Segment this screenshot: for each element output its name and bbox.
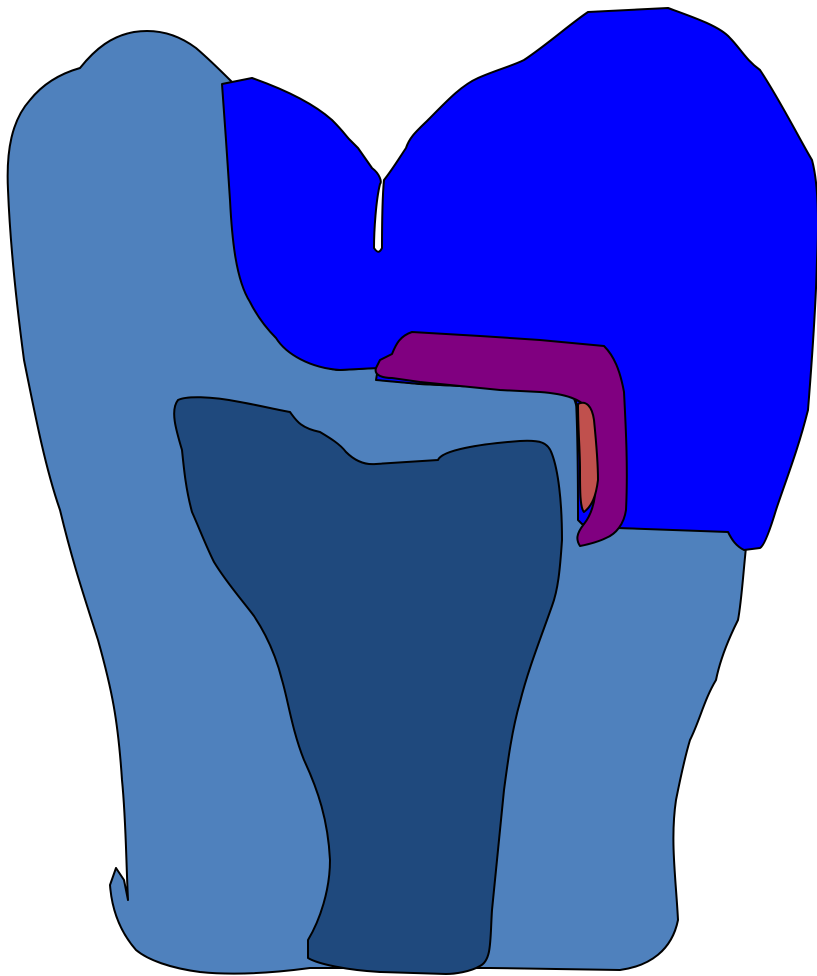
diagram-svg xyxy=(0,0,817,976)
tooth-diagram xyxy=(0,0,817,976)
